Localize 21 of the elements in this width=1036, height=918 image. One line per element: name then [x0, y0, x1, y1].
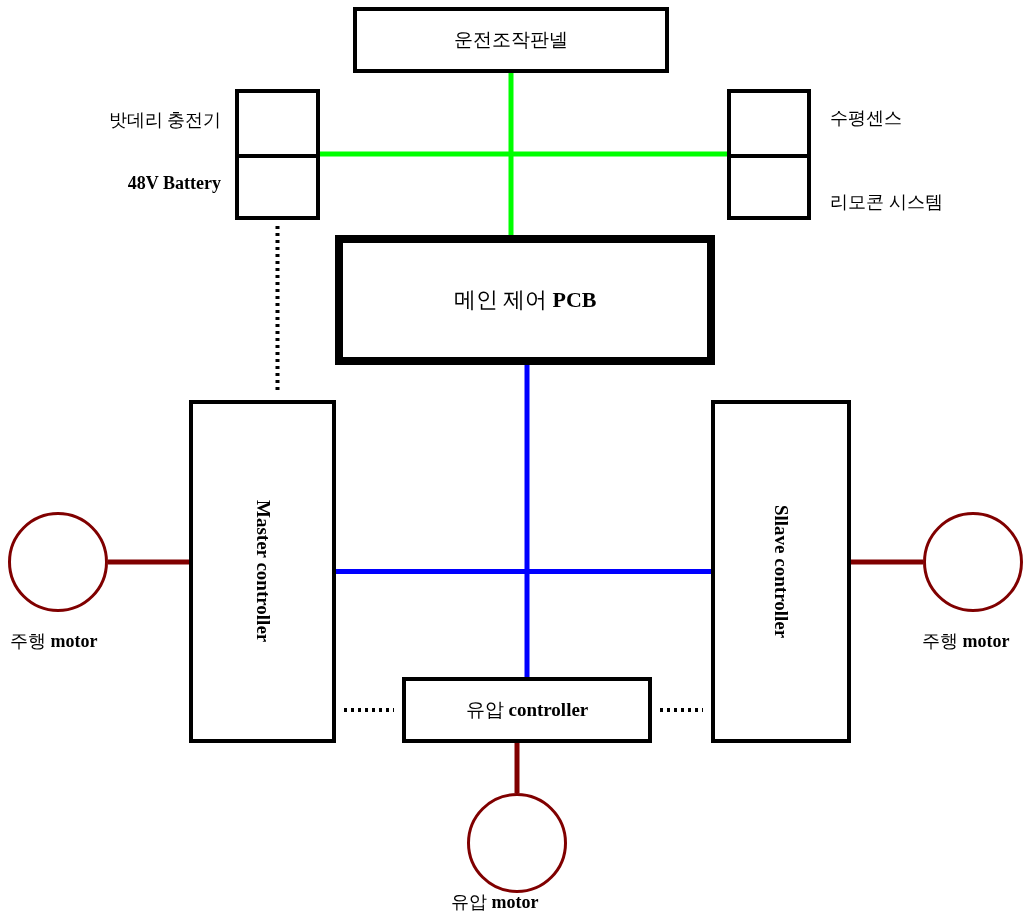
node-label: 48V Battery	[127, 173, 221, 194]
connector-line	[524, 365, 530, 677]
node-label: 유압 motor	[451, 891, 539, 914]
node-label: 주행 motor	[10, 630, 98, 653]
node-label: 밧데리 충전기	[108, 109, 221, 132]
text-box: Sllave controller	[711, 400, 851, 743]
text-box: 유압 controller	[402, 677, 652, 743]
connector-line	[108, 559, 189, 565]
node-label: 수평센스	[830, 107, 902, 130]
text-box: 메인 제어 PCB	[335, 235, 715, 365]
node-label: 주행 motor	[922, 630, 1010, 653]
connector-line	[514, 743, 520, 793]
dotted-line	[660, 708, 703, 712]
dotted-line	[344, 708, 394, 712]
text-box: Master controller	[189, 400, 336, 743]
connector-line	[336, 569, 711, 574]
node-label: 리모콘 시스템	[830, 191, 943, 214]
text-box: 운전조작판넬	[353, 7, 669, 73]
connector-line	[508, 73, 514, 235]
connector-line	[851, 559, 923, 565]
connector-line	[320, 151, 727, 157]
